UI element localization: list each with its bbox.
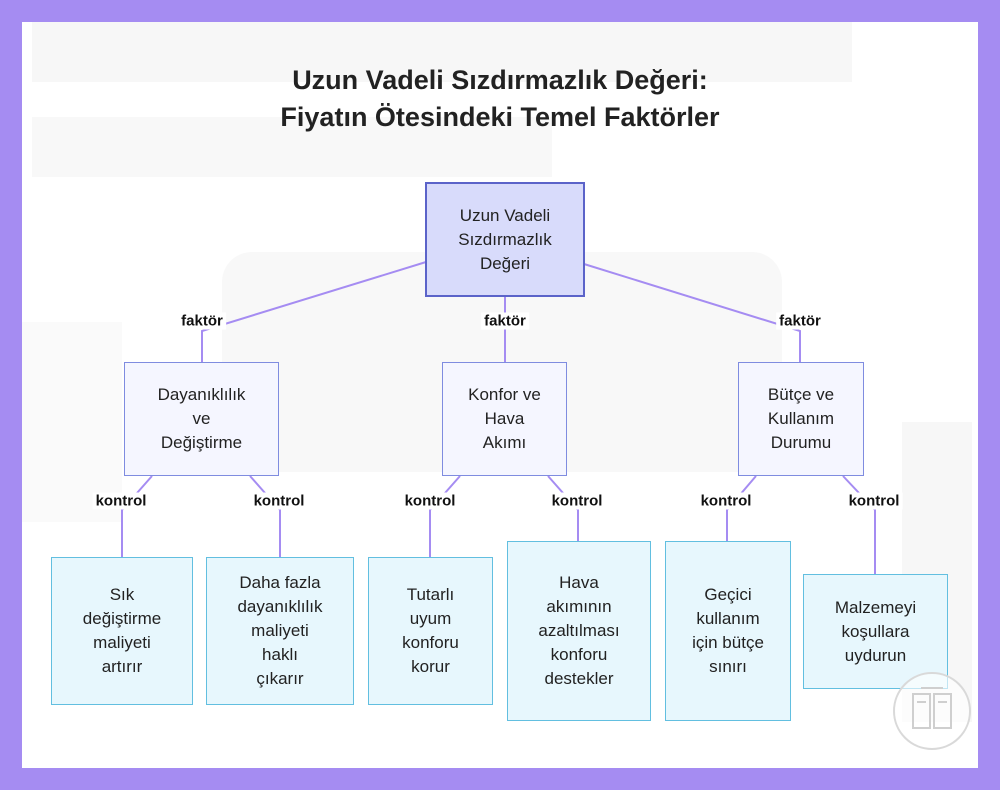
node-text-line: konforu	[550, 645, 608, 664]
connector-root-budget	[583, 263, 801, 362]
edge-label-control: kontrol	[697, 492, 755, 510]
node-leaf-consistent-fit: Tutarlı uyum konforu korur	[368, 557, 493, 705]
node-text-line: Daha fazla	[239, 573, 321, 592]
node-text-line: azaltılması	[538, 621, 620, 640]
node-text-line: uyum	[409, 609, 452, 628]
node-text-line: haklı	[262, 645, 298, 664]
node-text-line: Sızdırmazlık	[458, 229, 552, 249]
connector-comfort-leaf3	[429, 475, 461, 557]
edge-label-control: kontrol	[92, 492, 150, 510]
edge-label-factor: faktör	[776, 312, 824, 330]
connector-comfort-leaf4	[547, 475, 579, 541]
node-text-line: Geçici	[704, 585, 752, 604]
node-text-line: Akımı	[482, 433, 527, 452]
node-text-line: Hava	[559, 573, 599, 592]
node-text-line: koşullara	[841, 621, 910, 641]
connector-root-durability	[201, 261, 427, 362]
node-text-line: Konfor ve	[468, 385, 541, 404]
edge-label-factor: faktör	[178, 312, 226, 330]
node-text-line: Değiştirme	[160, 433, 243, 452]
node-text-line: için bütçe	[692, 633, 764, 652]
node-text-line: Dayanıklılık	[157, 385, 246, 404]
edge-label-control: kontrol	[845, 492, 903, 510]
node-text-line: Uzun Vadeli	[459, 205, 551, 225]
node-comfort: Konfor ve Hava Akımı	[442, 362, 567, 476]
node-text-line: maliyeti	[93, 633, 151, 652]
node-text-line: Sık	[109, 585, 135, 604]
node-durability: Dayanıklılık ve Değiştirme	[124, 362, 279, 476]
node-text-line: korur	[411, 657, 450, 676]
node-text-line: ve	[192, 409, 211, 428]
connector-budget-leaf6	[842, 475, 876, 574]
title-line-1: Uzun Vadeli Sızdırmazlık Değeri:	[292, 65, 708, 95]
connector-durability-leaf1	[121, 475, 153, 557]
edge-label-factor: faktör	[481, 312, 529, 330]
node-text-line: uydurun	[844, 645, 907, 665]
node-root: Uzun Vadeli Sızdırmazlık Değeri	[425, 182, 585, 297]
title-line-2: Fiyatın Ötesindeki Temel Faktörler	[280, 102, 720, 132]
node-leaf-frequent-replacement: Sık değiştirme maliyeti artırır	[51, 557, 193, 705]
node-text-line: maliyeti	[251, 621, 309, 640]
node-leaf-airflow-reduction: Hava akımının azaltılması konforu destek…	[507, 541, 651, 721]
node-text-line: sınırı	[709, 657, 747, 676]
node-text-line: Kullanım	[767, 409, 835, 428]
door-icon	[912, 687, 952, 729]
node-text-line: konforu	[402, 633, 459, 652]
node-text-line: Hava	[484, 409, 525, 428]
node-leaf-temporary-budget: Geçici kullanım için bütçe sınırı	[665, 541, 791, 721]
node-leaf-match-material: Malzemeyi koşullara uydurun	[803, 574, 948, 689]
connector-budget-leaf5	[726, 475, 757, 541]
node-text-line: artırır	[101, 657, 143, 676]
node-text-line: akımının	[546, 597, 612, 616]
node-text-line: çıkarır	[256, 669, 304, 688]
node-text-line: Tutarlı	[406, 585, 455, 604]
connector-durability-leaf2	[249, 475, 281, 557]
node-text-line: Durumu	[770, 433, 832, 452]
watermark-logo	[893, 672, 971, 750]
edge-label-control: kontrol	[548, 492, 606, 510]
node-budget: Bütçe ve Kullanım Durumu	[738, 362, 864, 476]
diagram-title: Uzun Vadeli Sızdırmazlık Değeri: Fiyatın…	[0, 62, 1000, 136]
node-leaf-durability-cost: Daha fazla dayanıklılık maliyeti haklı ç…	[206, 557, 354, 705]
node-text-line: Bütçe ve	[767, 385, 835, 404]
node-text-line: Değeri	[479, 253, 531, 273]
node-text-line: değiştirme	[82, 609, 162, 628]
node-text-line: Malzemeyi	[834, 597, 917, 617]
node-text-line: kullanım	[696, 609, 760, 628]
edge-label-control: kontrol	[401, 492, 459, 510]
node-text-line: destekler	[544, 669, 614, 688]
edge-label-control: kontrol	[250, 492, 308, 510]
node-text-line: dayanıklılık	[237, 597, 323, 616]
